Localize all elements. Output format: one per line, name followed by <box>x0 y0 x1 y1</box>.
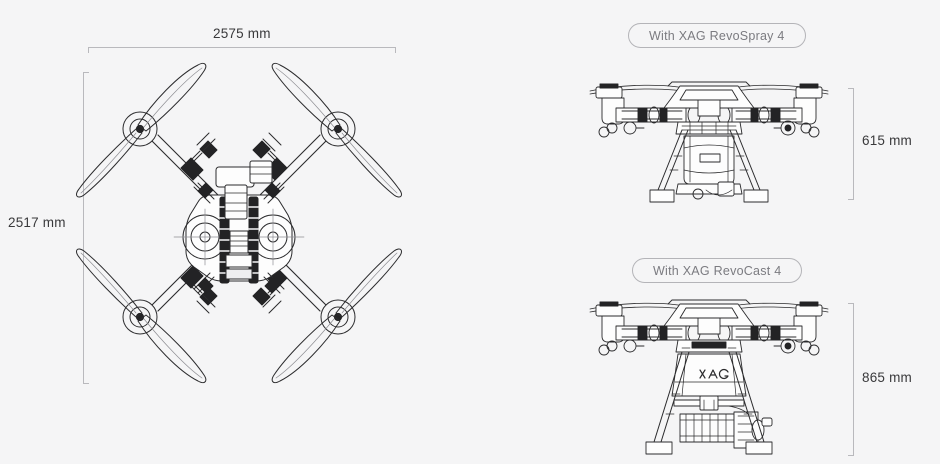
cast-height-label: 865 mm <box>862 370 912 385</box>
top-height-tick-bottom <box>83 383 89 384</box>
top-width-dimension-line <box>88 47 396 48</box>
top-height-tick-top <box>83 72 89 73</box>
caption-pill-revocast: With XAG RevoCast 4 <box>632 258 803 283</box>
hopper-brand-mark <box>699 368 729 380</box>
top-width-tick-left <box>88 47 89 53</box>
caption-pill-revospray: With XAG RevoSpray 4 <box>628 23 806 48</box>
drone-top-view-drawing <box>74 55 404 385</box>
top-height-label: 2517 mm <box>8 215 66 230</box>
cast-height-tick-top <box>848 303 854 304</box>
top-height-dimension-line <box>83 72 84 384</box>
spray-height-dimension-line <box>853 88 854 200</box>
top-width-tick-right <box>395 47 396 53</box>
cast-height-tick-bottom <box>848 455 854 456</box>
spray-height-label: 615 mm <box>862 133 912 148</box>
top-width-label: 2575 mm <box>213 26 271 41</box>
drone-front-view-revospray-drawing <box>582 78 836 206</box>
drone-front-view-revocast-drawing <box>582 296 836 460</box>
cast-height-dimension-line <box>853 303 854 456</box>
spray-height-tick-top <box>848 88 854 89</box>
spray-height-tick-bottom <box>848 199 854 200</box>
